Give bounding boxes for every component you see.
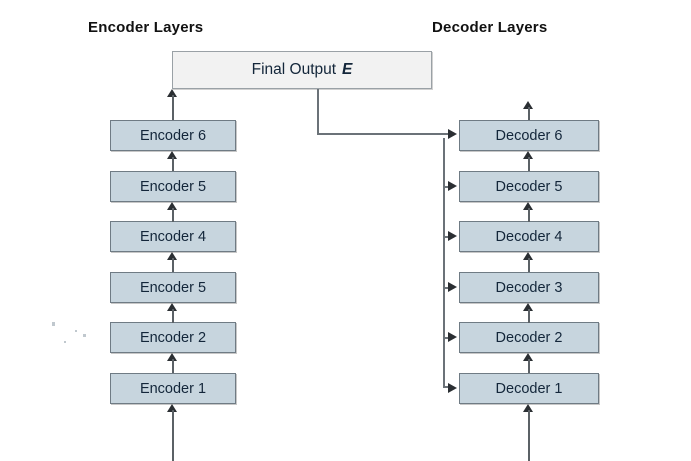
final-output-label: Final Output — [251, 61, 337, 78]
arrow-head-up-icon — [523, 151, 533, 159]
arrow-head-up-icon — [167, 353, 177, 361]
encoder-input-arrow — [167, 404, 178, 461]
output-bus-elbow-decoder-1 — [443, 386, 451, 388]
encoder-arrow-1-to-2 — [167, 353, 178, 373]
arrow-shaft — [172, 258, 174, 272]
scan-speck — [75, 330, 77, 332]
arrow-shaft — [528, 208, 530, 222]
arrow-shaft — [528, 157, 530, 171]
arrow-head-up-icon — [167, 404, 177, 412]
decoder-layer-1[interactable]: Decoder 1 — [459, 373, 599, 404]
decoder-arrow-3-to-4 — [523, 252, 534, 272]
arrow-shaft — [528, 107, 530, 120]
arrow-head-up-icon — [523, 303, 533, 311]
decoder-arrow-5-to-6 — [523, 151, 534, 171]
encoder-layer-5-label: Encoder 5 — [139, 178, 207, 195]
decoder-layer-3-label: Decoder 3 — [495, 279, 563, 296]
arrow-shaft — [172, 359, 174, 373]
arrow-shaft — [528, 359, 530, 373]
decoder-arrow-2-to-3 — [523, 303, 534, 323]
output-bus-drop — [317, 89, 319, 135]
bus-stub-decoder-4 — [443, 236, 451, 238]
final-output-box[interactable]: Final Output E — [172, 51, 432, 89]
encoder-arrow-2-to-3 — [167, 303, 178, 323]
arrow-head-up-icon — [523, 202, 533, 210]
encoder-arrow-5-to-6 — [167, 151, 178, 171]
arrow-head-up-icon — [167, 151, 177, 159]
scan-speck — [52, 322, 55, 326]
arrow-shaft — [528, 258, 530, 272]
arrow-shaft — [528, 410, 530, 461]
decoder-layer-2[interactable]: Decoder 2 — [459, 322, 599, 353]
decoder-layer-5-label: Decoder 5 — [495, 178, 563, 195]
decoder-layer-6[interactable]: Decoder 6 — [459, 120, 599, 151]
encoder-layer-1[interactable]: Encoder 1 — [110, 373, 236, 404]
decoder-input-arrow — [523, 404, 534, 461]
encoder-layer-3-label: Encoder 5 — [139, 279, 207, 296]
bus-arrow-to-decoder-1 — [448, 383, 457, 393]
decoder-output-arrow — [523, 101, 534, 120]
decoder-layer-4[interactable]: Decoder 4 — [459, 221, 599, 252]
decoder-column-title: Decoder Layers — [432, 19, 548, 36]
encoder-layer-4[interactable]: Encoder 4 — [110, 221, 236, 252]
encoder-column-title: Encoder Layers — [88, 19, 204, 36]
decoder-layer-4-label: Decoder 4 — [495, 228, 563, 245]
arrow-shaft — [172, 157, 174, 171]
arrow-shaft — [528, 309, 530, 323]
arrow-head-up-icon — [167, 202, 177, 210]
bus-stub-decoder-5 — [443, 186, 451, 188]
final-output-symbol: E — [342, 61, 353, 78]
decoder-layer-6-label: Decoder 6 — [495, 127, 563, 144]
output-bus-vertical — [443, 138, 445, 386]
scan-speck — [83, 334, 86, 337]
arrow-shaft — [172, 309, 174, 323]
output-bus-run — [317, 133, 450, 135]
arrow-head-up-icon — [167, 252, 177, 260]
encoder-layer-6[interactable]: Encoder 6 — [110, 120, 236, 151]
encoder-layer-2[interactable]: Encoder 2 — [110, 322, 236, 353]
scan-speck — [64, 341, 66, 343]
encoder-arrow-3-to-4 — [167, 252, 178, 272]
bus-arrow-to-decoder-4 — [448, 231, 457, 241]
decoder-arrow-4-to-5 — [523, 202, 534, 222]
bus-arrow-to-decoder-3 — [448, 282, 457, 292]
decoder-layer-1-label: Decoder 1 — [495, 380, 563, 397]
encoder-layer-4-label: Encoder 4 — [139, 228, 207, 245]
arrow-head-up-icon — [523, 353, 533, 361]
encoder-to-final-output-arrow — [167, 89, 178, 120]
encoder-layer-3[interactable]: Encoder 5 — [110, 272, 236, 303]
bus-stub-decoder-2 — [443, 337, 451, 339]
bus-arrow-to-decoder-5 — [448, 181, 457, 191]
decoder-layer-2-label: Decoder 2 — [495, 329, 563, 346]
encoder-layer-6-label: Encoder 6 — [139, 127, 207, 144]
arrow-head-up-icon — [523, 252, 533, 260]
arrow-shaft — [172, 95, 174, 120]
encoder-arrow-4-to-5 — [167, 202, 178, 222]
bus-arrow-to-decoder-6 — [448, 129, 457, 139]
decoder-arrow-1-to-2 — [523, 353, 534, 373]
decoder-layer-5[interactable]: Decoder 5 — [459, 171, 599, 202]
encoder-layer-5[interactable]: Encoder 5 — [110, 171, 236, 202]
arrow-head-up-icon — [167, 89, 177, 97]
decoder-layer-3[interactable]: Decoder 3 — [459, 272, 599, 303]
arrow-shaft — [172, 208, 174, 222]
arrow-head-up-icon — [523, 404, 533, 412]
bus-arrow-to-decoder-2 — [448, 332, 457, 342]
encoder-layer-1-label: Encoder 1 — [139, 380, 207, 397]
encoder-layer-2-label: Encoder 2 — [139, 329, 207, 346]
arrow-head-up-icon — [167, 303, 177, 311]
bus-stub-decoder-3 — [443, 287, 451, 289]
arrow-head-up-icon — [523, 101, 533, 109]
arrow-shaft — [172, 410, 174, 461]
